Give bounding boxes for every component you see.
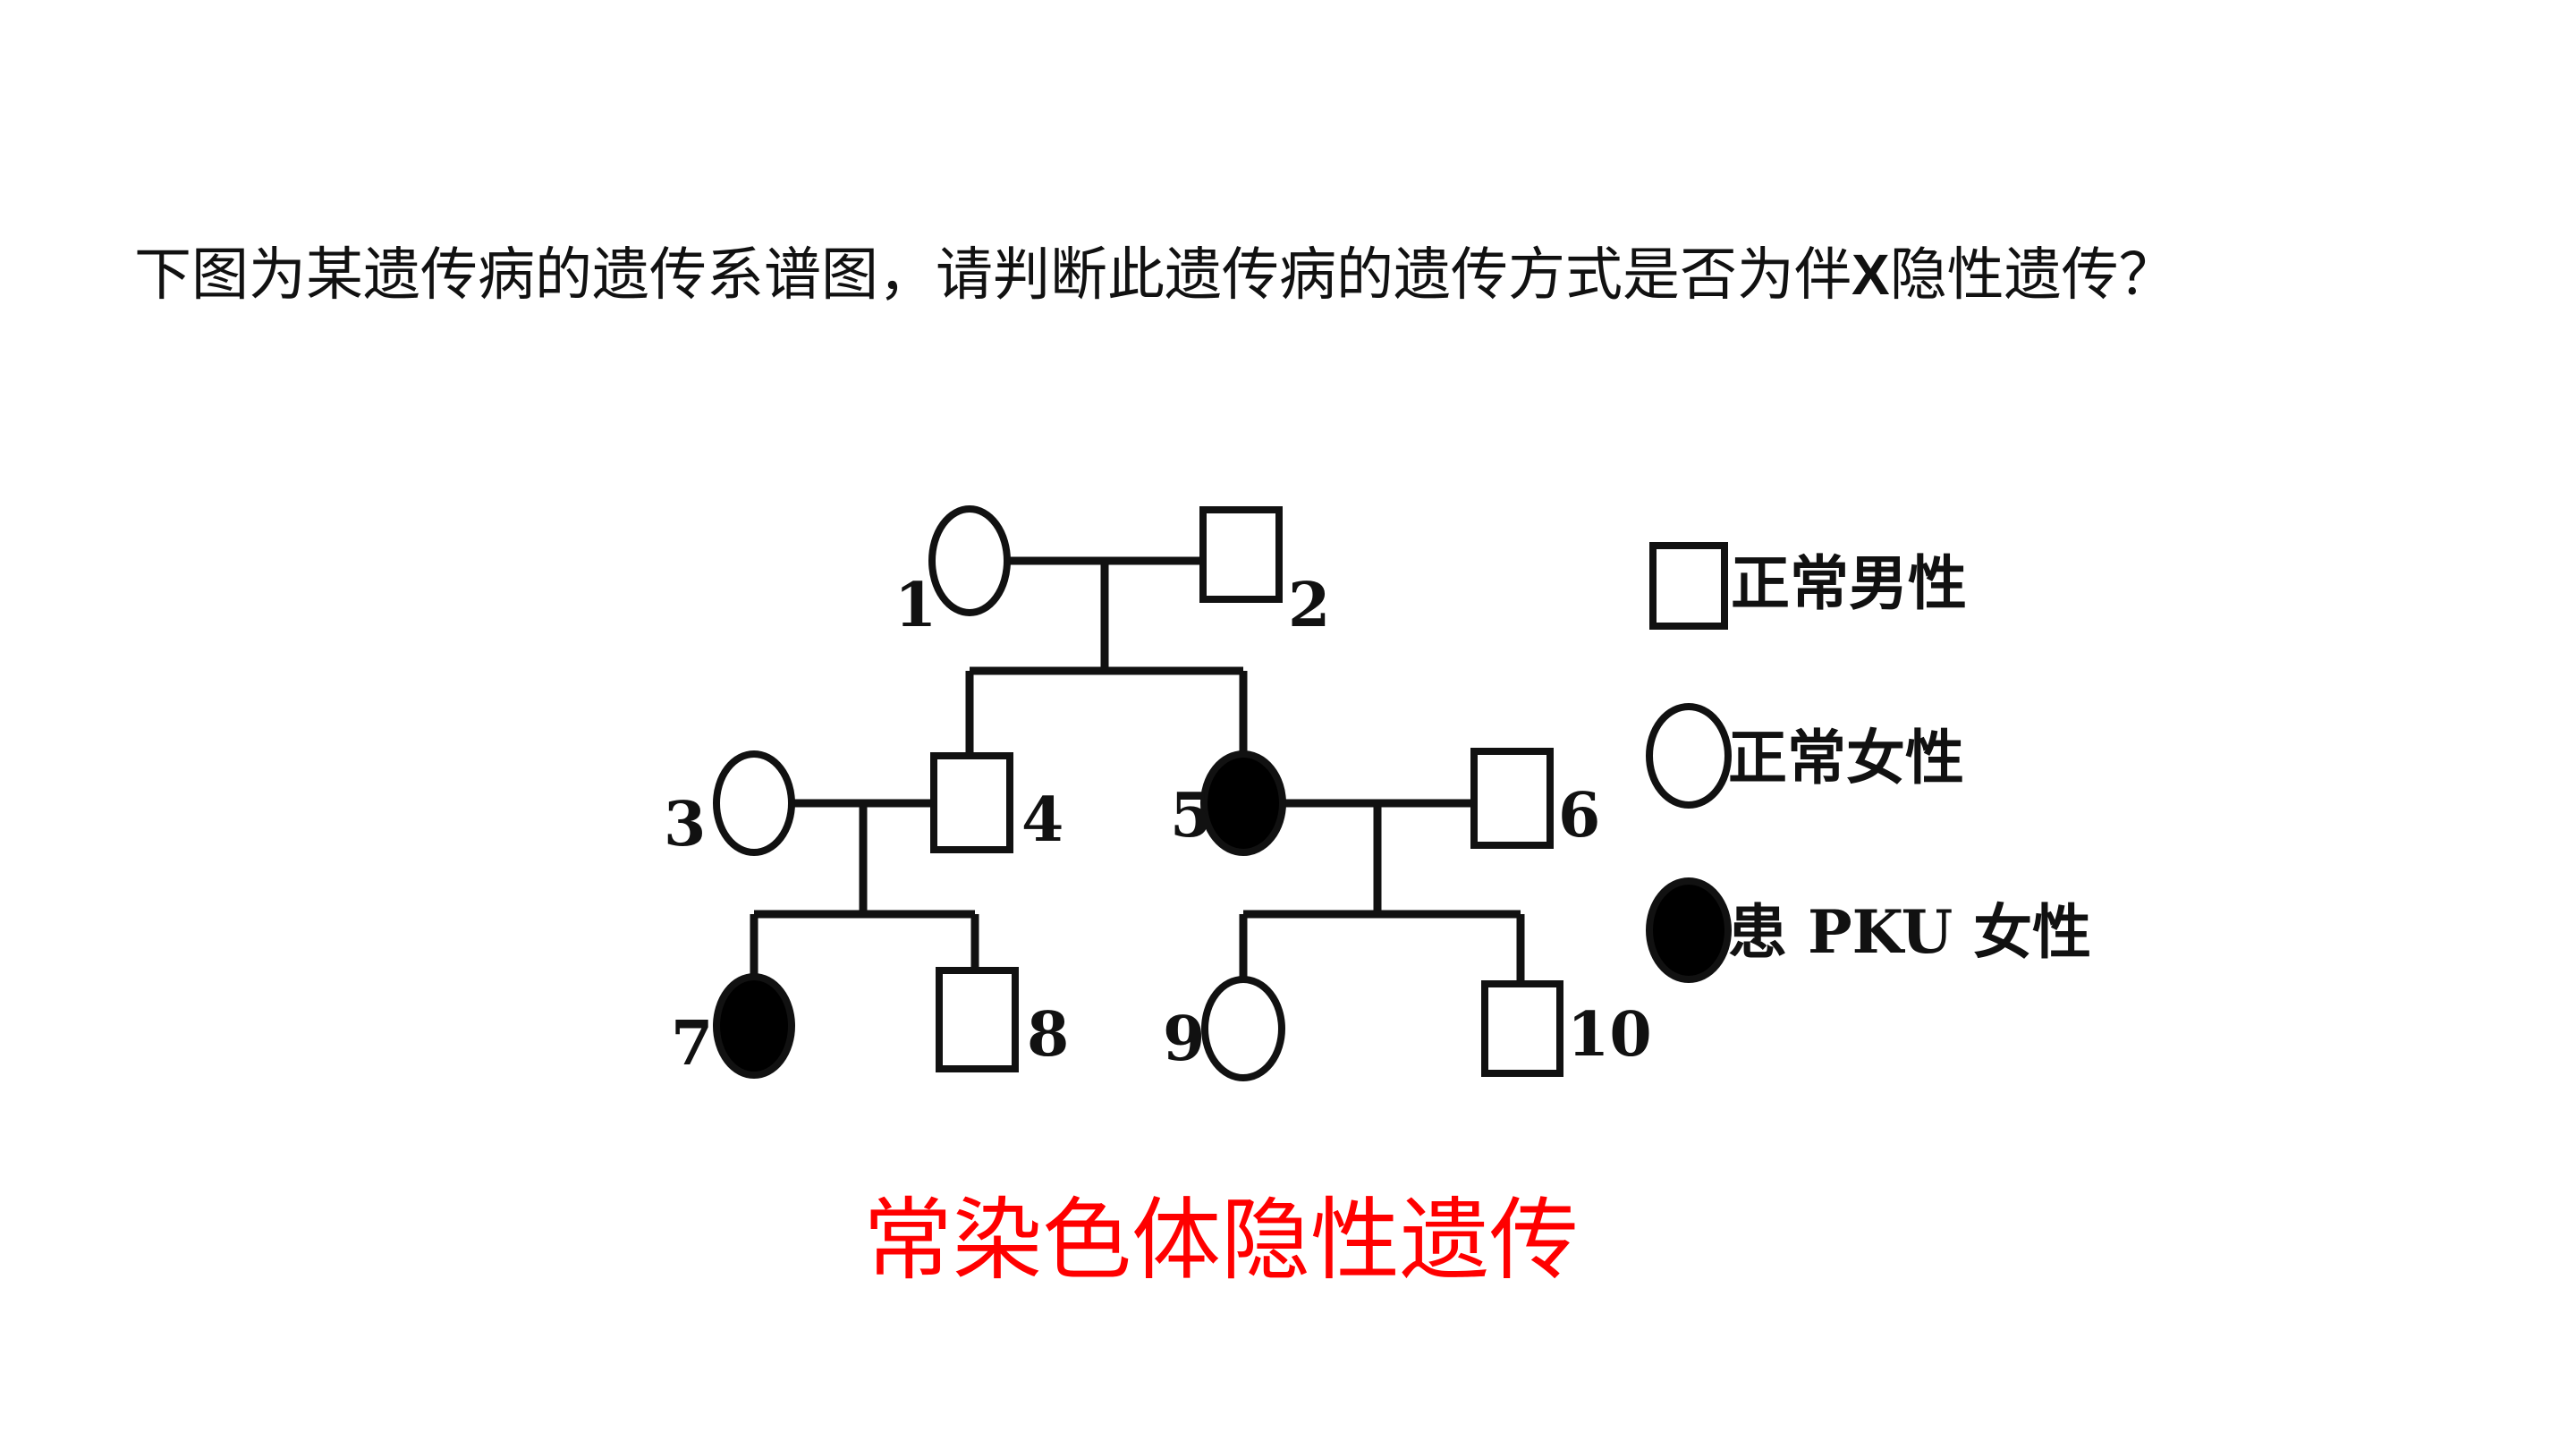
legend-female-symbol (1646, 703, 1732, 809)
legend-normal-female-label: 正常女性 (1728, 723, 1964, 792)
pedigree-symbols (713, 505, 1563, 1081)
pedigree-lines (750, 556, 1525, 984)
individual-10-normal-male (1481, 980, 1563, 1077)
label-1: 1 (894, 570, 936, 641)
legend-affected-female-label: 患 PKU 女性 (1728, 897, 2091, 967)
label-6: 6 (1558, 780, 1600, 852)
label-4: 4 (1021, 784, 1063, 856)
label-9: 9 (1163, 1004, 1205, 1075)
individual-4-normal-male (930, 752, 1013, 853)
label-3: 3 (664, 789, 706, 860)
legend: 正常男性 正常女性 患 PKU 女性 (1646, 542, 2091, 983)
answer-text: 常染色体隐性遗传 (863, 1188, 1579, 1292)
label-7: 7 (671, 1008, 713, 1080)
legend-affected-female-symbol (1646, 877, 1732, 983)
individual-3-normal-female (713, 750, 795, 856)
individual-9-normal-female (1201, 976, 1285, 1081)
question-bold-letter: X (1852, 242, 1890, 307)
legend-normal-male-label: 正常男性 (1731, 548, 1967, 618)
label-8: 8 (1027, 999, 1069, 1071)
individual-5-affected-female (1200, 750, 1286, 856)
individual-8-normal-male (936, 967, 1019, 1072)
legend-male-symbol (1649, 542, 1728, 630)
question-part-1: 下图为某遗传病的遗传系谱图，请判断此遗传病的遗传方式是否为伴 (134, 242, 1852, 309)
question-text: 下图为某遗传病的遗传系谱图，请判断此遗传病的遗传方式是否为伴X隐性遗传？ (134, 234, 2478, 316)
individual-7-affected-female (713, 973, 795, 1079)
label-2: 2 (1288, 570, 1330, 641)
label-10: 10 (1567, 999, 1652, 1071)
individual-2-normal-male (1199, 506, 1283, 603)
label-5: 5 (1170, 780, 1212, 852)
individual-6-normal-male (1470, 748, 1554, 849)
individual-1-normal-female (928, 505, 1011, 616)
question-part-2: 隐性遗传？ (1889, 242, 2176, 309)
pedigree-numbers: 1 2 3 4 5 6 7 8 9 10 (664, 570, 1652, 1080)
